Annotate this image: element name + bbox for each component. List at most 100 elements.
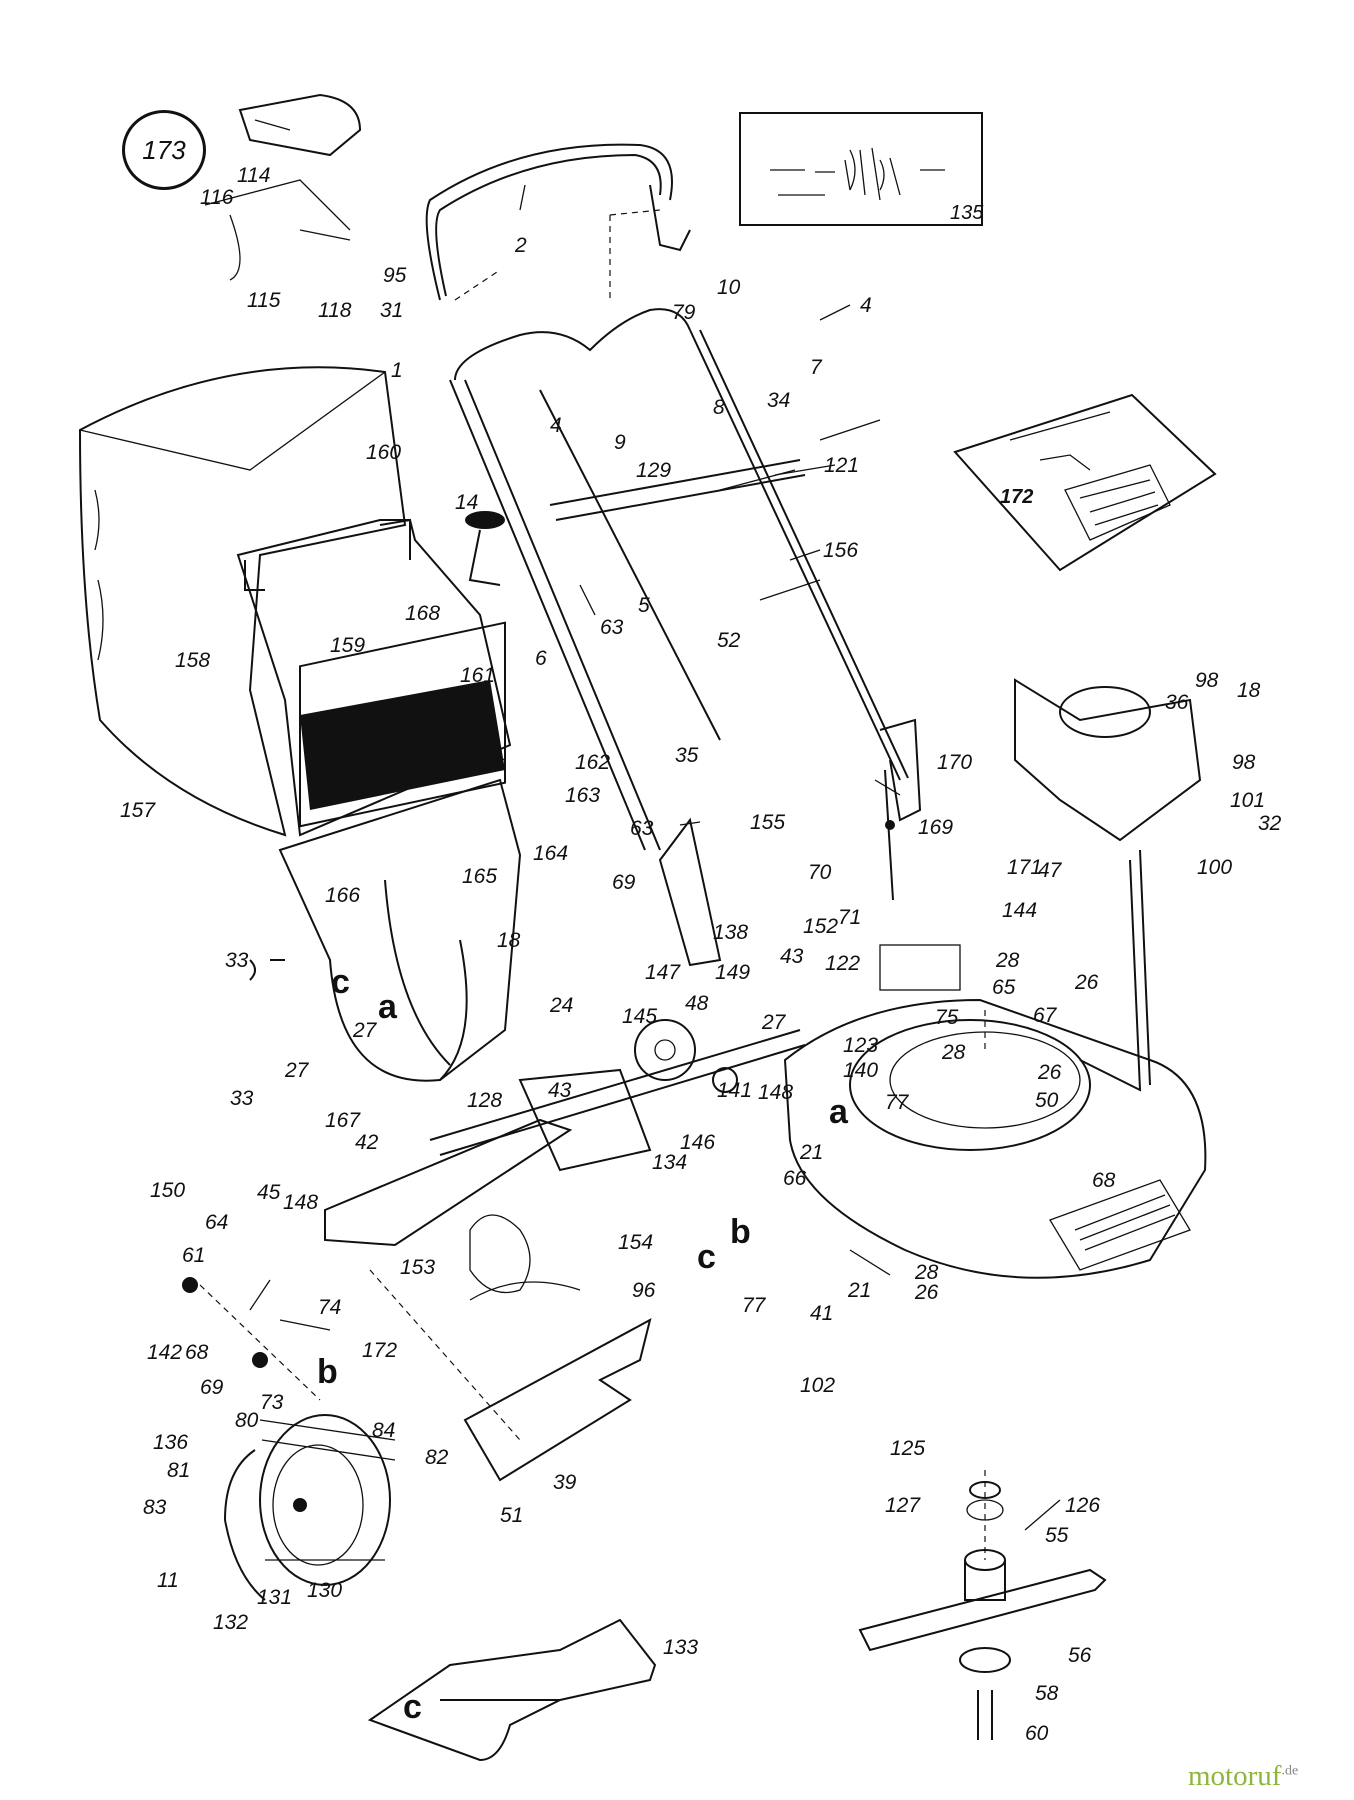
part-label: 170	[937, 751, 973, 774]
part-label: 4	[860, 294, 872, 317]
part-label: 28	[915, 1261, 939, 1284]
part-label: 71	[838, 906, 862, 929]
part-label: 126	[1065, 1494, 1101, 1517]
part-label: 125	[890, 1437, 926, 1460]
part-label: 172	[362, 1339, 398, 1362]
part-label: 24	[550, 994, 574, 1017]
part-label: 9	[614, 431, 626, 454]
part-label: 163	[565, 784, 601, 807]
part-label: 39	[553, 1471, 577, 1494]
watermark-logo: motoruf.de	[1188, 1760, 1298, 1793]
part-label: 156	[823, 539, 859, 562]
ref-letter-c: c	[697, 1238, 716, 1276]
inset-box-135	[739, 112, 983, 226]
inset-label-135: 135	[950, 202, 984, 224]
part-label: 81	[167, 1459, 191, 1482]
part-label: 147	[645, 961, 681, 984]
catcher-frame	[236, 518, 512, 837]
handle-lower	[449, 308, 909, 967]
ref-letter-b: b	[730, 1213, 751, 1251]
part-label: 152	[803, 915, 839, 938]
skirt-133	[367, 1618, 657, 1762]
part-label: 60	[1025, 1722, 1049, 1745]
part-label: 144	[1002, 899, 1038, 922]
part-label: 45	[257, 1181, 281, 1204]
part-label: 47	[1038, 859, 1062, 882]
part-label: 133	[663, 1636, 699, 1659]
part-label: 1	[391, 359, 403, 382]
part-label: 115	[247, 289, 281, 312]
handle-upper	[425, 143, 691, 301]
part-label: 31	[380, 299, 404, 322]
part-label: 68	[1092, 1169, 1116, 1192]
part-label: 82	[425, 1446, 449, 1469]
part-label: 159	[330, 634, 366, 657]
part-label: 6	[535, 647, 547, 670]
part-label: 123	[843, 1034, 879, 1057]
part-label: 8	[713, 396, 725, 419]
part-label: 79	[672, 301, 696, 324]
part-label: 164	[533, 842, 569, 865]
part-label: 77	[885, 1091, 909, 1114]
part-label: 155	[750, 811, 786, 834]
part-label: 18	[1237, 679, 1261, 702]
part-label: 7	[810, 356, 822, 379]
part-label: 35	[675, 744, 699, 767]
part-label: 26	[1038, 1061, 1062, 1084]
part-label: 27	[762, 1011, 786, 1034]
figure-number-badge: 173	[122, 110, 206, 190]
part-label: 121	[824, 454, 860, 477]
watermark-text: motoruf	[1188, 1760, 1282, 1792]
part-label: 146	[680, 1131, 716, 1154]
part-label: 21	[848, 1279, 872, 1302]
part-label: 36	[1165, 691, 1189, 714]
part-label: 74	[318, 1296, 342, 1319]
part-label: 116	[200, 186, 234, 209]
part-label: 33	[225, 949, 249, 972]
part-label: 130	[307, 1579, 343, 1602]
part-label: 145	[622, 1005, 658, 1028]
part-label: 136	[153, 1431, 189, 1454]
part-label: 42	[355, 1131, 379, 1154]
part-label: 75	[935, 1006, 959, 1029]
part-label: 171	[1007, 856, 1043, 879]
part-label: 141	[717, 1079, 753, 1102]
wheel	[223, 1414, 396, 1601]
part-label: 69	[612, 871, 636, 894]
part-label: 63	[630, 817, 654, 840]
part-label: 69	[200, 1376, 224, 1399]
part-label: 28	[996, 949, 1020, 972]
grass-bag-handle-114	[204, 93, 362, 281]
part-label: 157	[120, 799, 156, 822]
part-label: 50	[1035, 1089, 1059, 1112]
part-label: 129	[636, 459, 672, 482]
ref-letter-a: a	[378, 988, 397, 1026]
blade	[858, 1470, 1107, 1740]
part-label: 43	[780, 945, 804, 968]
part-label: 26	[915, 1281, 939, 1304]
part-label: 64	[205, 1211, 229, 1234]
part-label: 148	[758, 1081, 794, 1104]
part-label: 134	[652, 1151, 688, 1174]
part-label: 73	[260, 1391, 284, 1414]
part-label: 100	[1197, 856, 1233, 879]
chassis-bracket	[324, 1029, 806, 1247]
part-label: 67	[1033, 1004, 1057, 1027]
inset-label-172: 172	[1000, 486, 1034, 508]
rear-cover	[463, 1318, 652, 1482]
part-label: 21	[800, 1141, 824, 1164]
misc-parts	[182, 511, 986, 1441]
part-label: 52	[717, 629, 741, 652]
part-label: 168	[405, 602, 441, 625]
drive-gear	[634, 1019, 738, 1093]
part-label: 160	[366, 441, 402, 464]
part-label: 43	[548, 1079, 572, 1102]
ref-letter-c: c	[331, 963, 350, 1001]
part-label: 95	[383, 264, 407, 287]
part-label: 28	[942, 1041, 966, 1064]
part-label: 5	[638, 594, 650, 617]
grass-bag	[78, 366, 407, 837]
part-label: 154	[618, 1231, 654, 1254]
